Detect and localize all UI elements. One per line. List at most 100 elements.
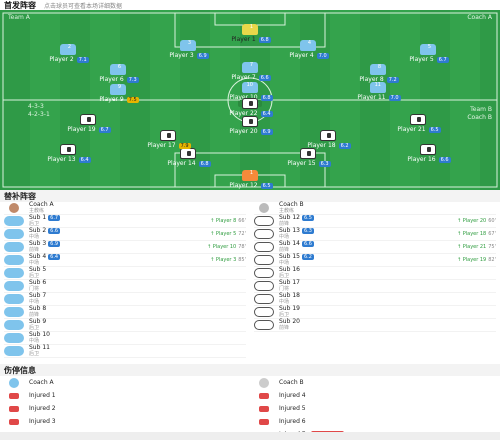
sub-name: Sub 18 [279,292,300,299]
away-injury-row[interactable]: Injured 5 [254,402,496,415]
jersey-icon [254,216,274,226]
rating-badge: 6.9 [260,129,273,135]
home-injury-row[interactable]: Injured 1 [4,389,246,402]
away-injury-row[interactable]: Injured 6 [254,415,496,428]
player-name: Player 15 [287,160,316,167]
subs-header: 替补阵容 [0,190,500,202]
injured-player-name: Injured 5 [279,405,306,412]
jersey-icon [254,281,274,291]
rating-badge: 6.8 [258,37,271,43]
jersey-icon: 3 [180,148,196,159]
away-injury-row[interactable]: Injured 4 [254,389,496,402]
player-name: Player 11 [357,94,386,101]
sub-name: Sub 7 [29,292,47,299]
sub-name: Sub 20 [279,318,300,325]
jersey-icon [254,242,274,252]
rating-badge: 6.5 [428,127,441,133]
home-injury-row[interactable]: Injured 2 [4,402,246,415]
coach-avatar [259,377,269,388]
sub-name: Sub 9 [29,318,47,325]
home-injury-row[interactable]: Injured 3 [4,415,246,428]
sub-minute: 82' [488,257,496,263]
sub-position: 中场 [29,338,40,344]
player-name: Player 2 [49,56,74,63]
jersey-icon: 4 [300,40,316,51]
rating-badge: 6.9 [196,53,209,59]
jersey-icon: 9 [110,84,126,95]
home-team-name[interactable]: Team A [8,14,30,21]
away-team-name[interactable]: Team B [470,106,492,113]
footer-bar [0,432,500,440]
sub-rating: 6.7 [48,215,61,221]
jersey-number: 11 [374,82,381,88]
jersey-number: 9 [117,84,121,90]
injured-player-name: Injured 1 [29,392,56,399]
sub-position: 门将 [29,286,40,292]
injury-icon [9,418,19,425]
jersey-icon [4,307,24,317]
away-coach-row[interactable]: Coach B 主教练 [254,202,496,215]
away-coach-name-sub: Coach B [279,201,304,208]
home-coach-row[interactable]: Coach A 主教练 [4,202,246,215]
sub-minute: 85' [238,257,246,263]
jersey-icon [4,294,24,304]
inj-home-coach: Coach A [29,379,54,386]
player-name: Player 14 [167,160,196,167]
jersey-icon: 2 [60,44,76,55]
player-name: Player 22 [229,110,258,117]
player-name: Player 6 [99,76,124,83]
jersey-icon: 3 [180,40,196,51]
sub-position: 后卫 [29,325,40,331]
player-name: Player 4 [289,52,314,59]
rating-badge: 7.3 [126,77,139,83]
